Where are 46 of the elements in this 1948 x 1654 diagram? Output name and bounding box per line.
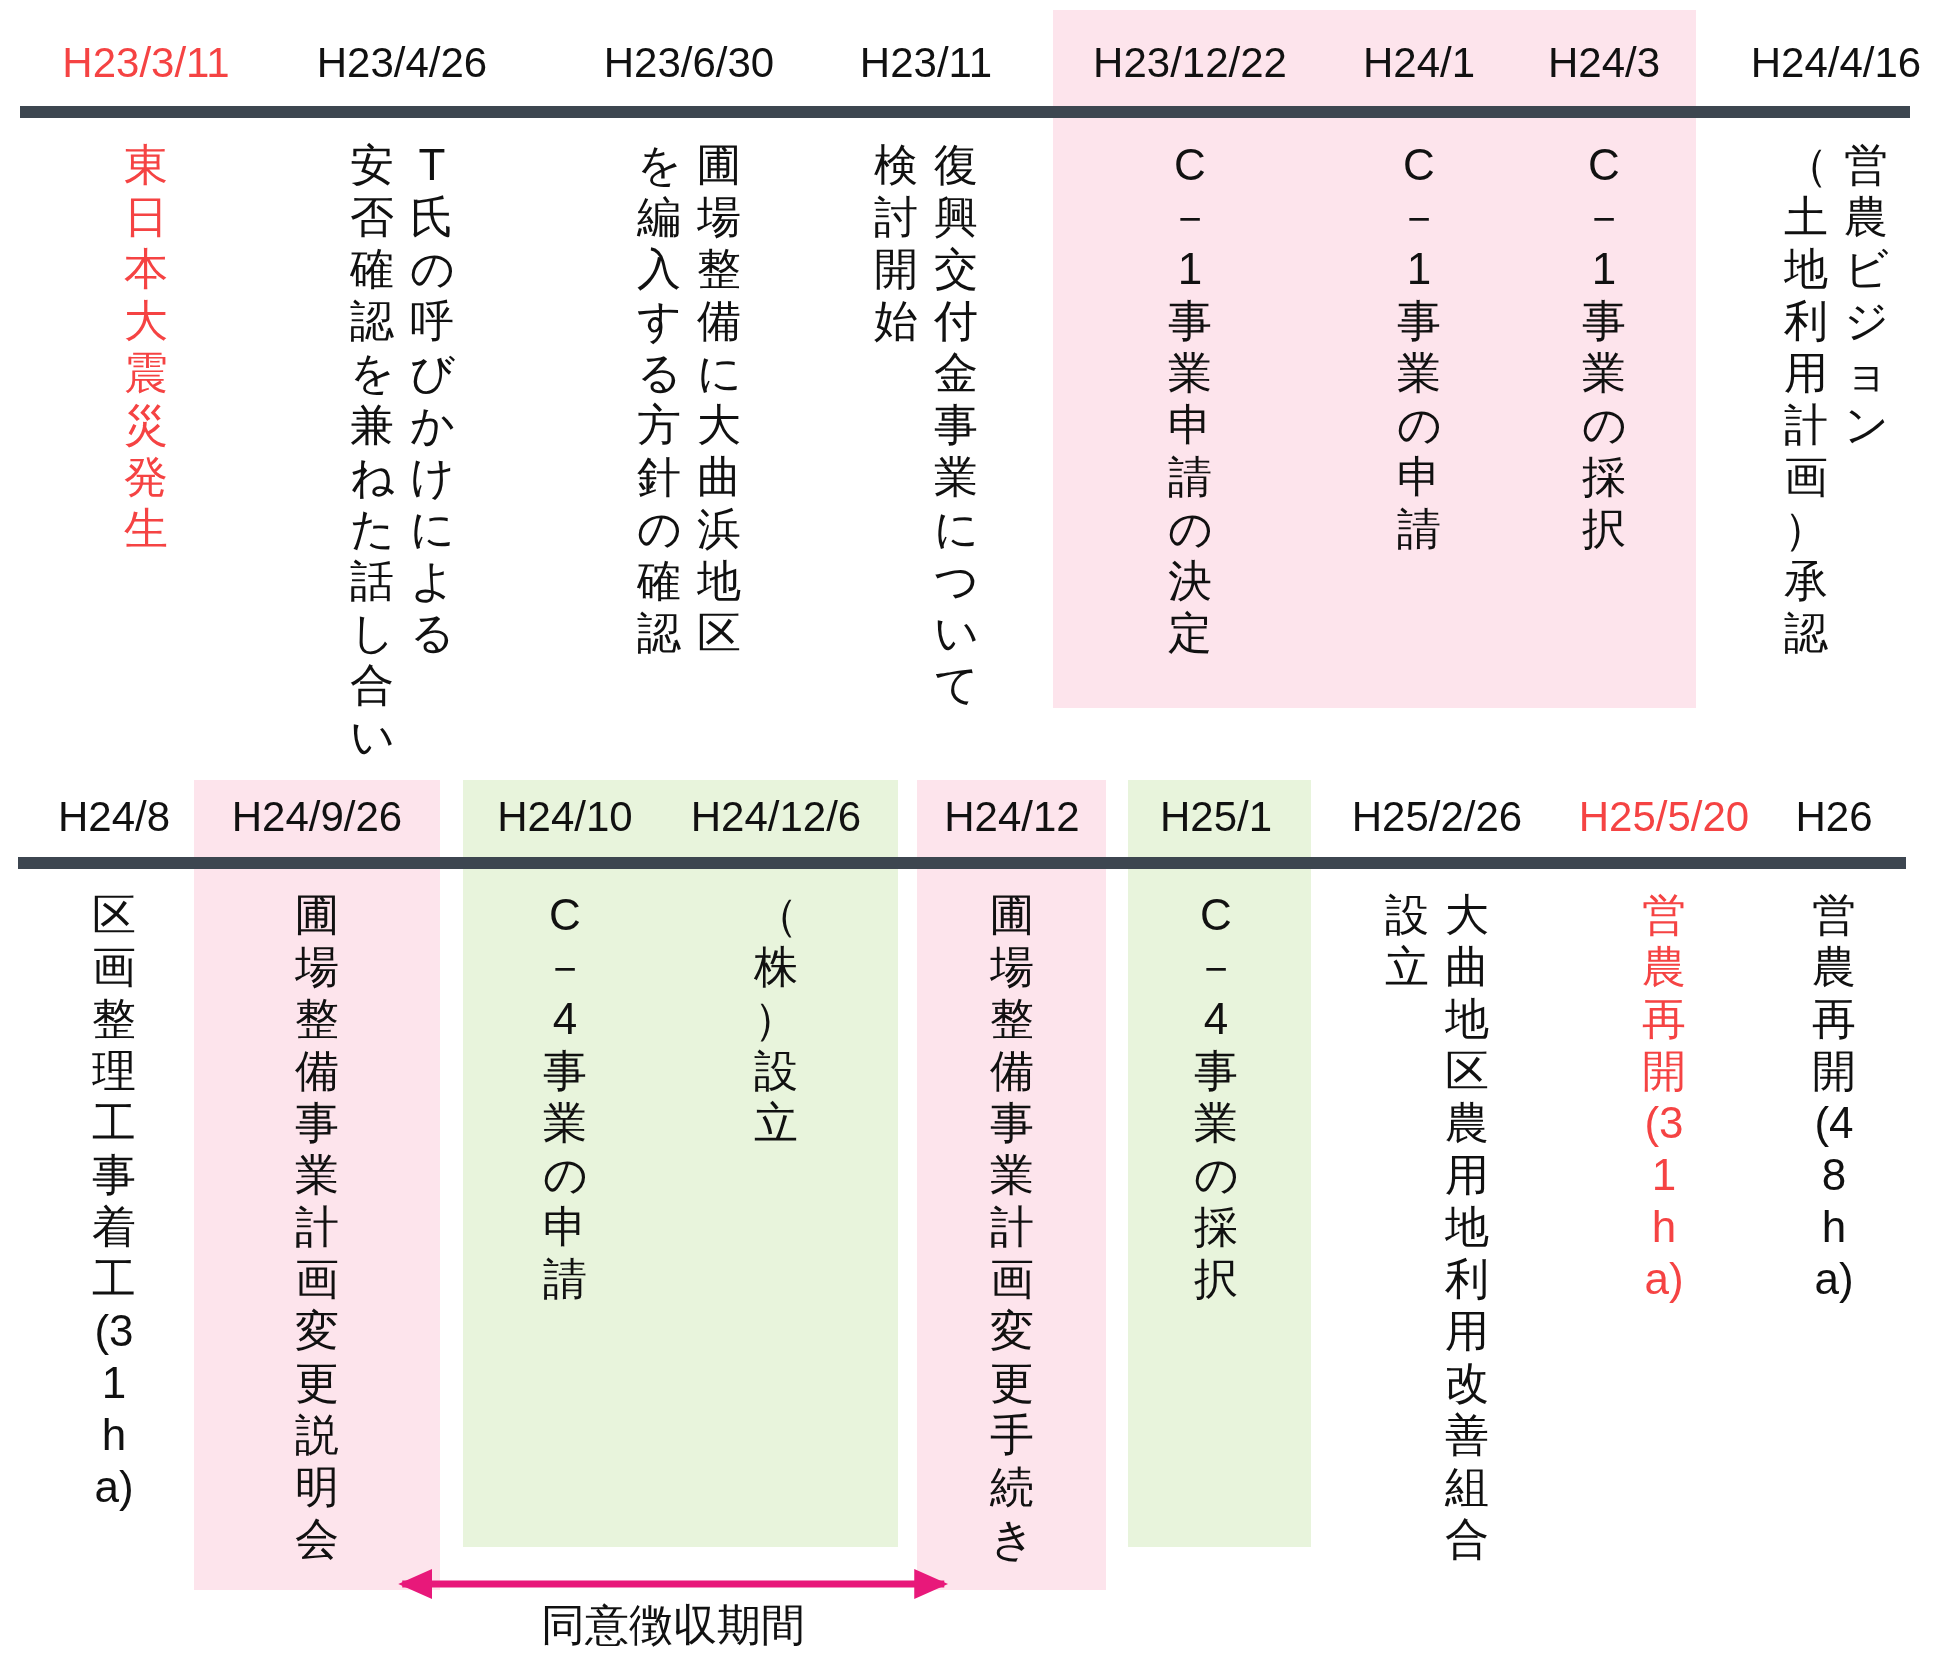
date-label: H23/11 [859, 41, 993, 85]
event-description: 東日本大震災発生 [124, 139, 168, 555]
date-label: H24/12 [944, 795, 1080, 839]
period-band [1053, 10, 1696, 708]
period-band [1128, 780, 1311, 1547]
event-description: 検討開始 [874, 139, 918, 347]
date-label: H24/8 [57, 795, 171, 839]
event-description: C－1事業の申請 [1397, 139, 1441, 555]
date-label: H24/3 [1547, 41, 1661, 85]
event-description: 大曲地区農用地利用改善組合 [1445, 889, 1489, 1565]
event-description: を編入する方針の確認 [637, 139, 681, 659]
event-description: 営農ビジョン [1844, 139, 1888, 451]
date-label: H24/12/6 [690, 795, 862, 839]
event-description: 圃場整備事業計画変更手続き [990, 889, 1034, 1565]
date-label: H23/6/30 [603, 41, 775, 85]
date-label: H24/4/16 [1750, 41, 1922, 85]
date-label: H24/9/26 [231, 795, 403, 839]
event-description: 圃場整備事業計画変更説明会 [295, 889, 339, 1565]
period-band [194, 780, 440, 1590]
date-label: H25/2/26 [1351, 795, 1523, 839]
event-description: T氏の呼びかけによる [410, 139, 454, 659]
event-description: 復興交付金事業について [934, 139, 978, 711]
date-label: H24/10 [497, 795, 633, 839]
date-label: H25/1 [1159, 795, 1273, 839]
event-description: 営農再開(31ha) [1642, 889, 1686, 1305]
date-label: H25/5/20 [1578, 795, 1750, 839]
event-description: C－1事業申請の決定 [1168, 139, 1212, 659]
date-label: H23/3/11 [62, 41, 230, 85]
event-description: C－4事業の申請 [543, 889, 587, 1305]
period-band [463, 780, 898, 1547]
event-description: 圃場整備に大曲浜地区 [697, 139, 741, 659]
date-label: H24/1 [1362, 41, 1476, 85]
date-label: H23/12/22 [1093, 41, 1287, 85]
event-description: 営農再開(48ha) [1812, 889, 1856, 1305]
double-arrow [398, 1569, 949, 1599]
event-description: （土地利用計画）承認 [1784, 139, 1828, 659]
event-description: 安否確認を兼ねた話し合い [350, 139, 394, 763]
event-description: （株）設立 [754, 889, 798, 1149]
edge-label: 同意徴収期間 [541, 1602, 806, 1648]
event-description: 区画整理工事着工(31ha) [92, 889, 136, 1513]
event-description: C－1事業の採択 [1582, 139, 1626, 555]
event-description: C－4事業の採択 [1194, 889, 1238, 1305]
event-description: 設立 [1385, 889, 1429, 993]
date-label: H26 [1795, 795, 1873, 839]
period-band [917, 780, 1106, 1590]
date-label: H23/4/26 [316, 41, 488, 85]
